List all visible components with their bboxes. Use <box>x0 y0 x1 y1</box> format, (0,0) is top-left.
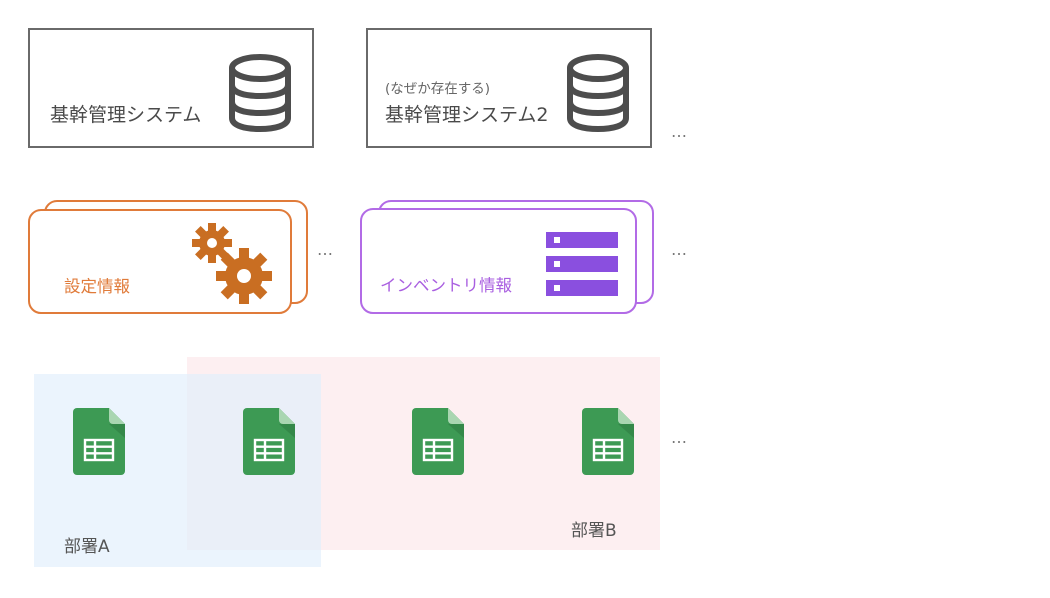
more-systems-ellipsis: … <box>671 122 688 141</box>
system-label: 基幹管理システム <box>50 104 202 126</box>
system-box-1: 基幹管理システム <box>28 28 314 148</box>
system-label: 基幹管理システム2 <box>385 104 549 126</box>
spreadsheet-icon[interactable] <box>412 408 464 475</box>
more-inventory-ellipsis: … <box>671 240 688 259</box>
department-a-label: 部署A <box>64 537 110 557</box>
database-icon <box>566 54 630 132</box>
inventory-card: インベントリ情報 <box>360 208 637 314</box>
department-b-label: 部署B <box>571 521 617 541</box>
inventory-label: インベントリ情報 <box>380 276 512 295</box>
spreadsheet-icon[interactable] <box>243 408 295 475</box>
system-note: (なぜか存在する) <box>385 81 491 97</box>
more-sheets-ellipsis: … <box>671 428 688 447</box>
database-icon <box>228 54 292 132</box>
server-list-icon <box>546 232 618 298</box>
spreadsheet-icon[interactable] <box>582 408 634 475</box>
more-settings-ellipsis: … <box>317 240 334 259</box>
settings-label: 設定情報 <box>64 277 130 296</box>
system-box-2: (なぜか存在する) 基幹管理システム2 <box>366 28 652 148</box>
gears-icon <box>190 221 278 307</box>
spreadsheet-icon[interactable] <box>73 408 125 475</box>
settings-card: 設定情報 <box>28 209 292 314</box>
